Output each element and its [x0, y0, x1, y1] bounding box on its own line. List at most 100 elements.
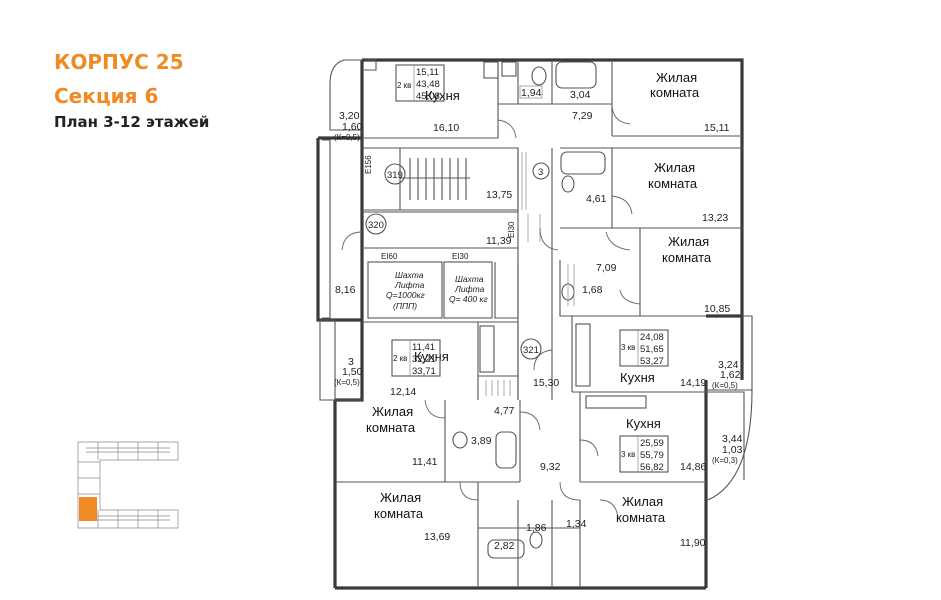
room-area: 2,82: [494, 540, 515, 552]
balcony-coefficient: (К=0,3): [712, 456, 738, 465]
living-room-label: комната: [650, 85, 700, 100]
living-room-label: комната: [648, 176, 698, 191]
apartment-area: 25,59: [640, 438, 664, 449]
apartment-area: 51,65: [640, 344, 664, 355]
room-number: 320: [368, 220, 384, 231]
kitchen-counter-icon: [575, 323, 591, 387]
fixtures: [452, 61, 647, 559]
apartment-area: 24,08: [640, 332, 664, 343]
apartment-type: 3 кв: [621, 343, 635, 352]
room-area: 4,61: [586, 193, 607, 205]
toilet-icon: [531, 66, 547, 86]
room-area: 13,23: [702, 212, 728, 224]
interior-walls: [335, 60, 742, 588]
living-room-label: комната: [366, 420, 416, 435]
room-area: 13,69: [424, 531, 450, 543]
room-area: 1,94: [521, 87, 542, 99]
fire-rating: EI60: [381, 252, 398, 261]
room-number: 319: [387, 170, 403, 181]
balcony-coefficient: (К=0,5): [712, 381, 738, 390]
apartment-box-top: 2 кв 15,11 43,48 45,08: [395, 64, 445, 102]
apartment-area: 33,71: [412, 366, 436, 377]
key-plan: [77, 441, 179, 529]
kitchen-counter-icon: [585, 395, 647, 409]
fire-rating: E156: [364, 155, 373, 174]
kitchen-label-r1: Кухня: [620, 370, 655, 385]
doors: [341, 103, 641, 519]
bathtub-icon: [555, 61, 597, 89]
room-area: 15,30: [533, 377, 559, 389]
lift-type: (ППП): [393, 301, 417, 311]
room-labels: Кухня Кухня Кухня Кухня Жилая комната Жи…: [366, 70, 712, 525]
apartment-area: 55,79: [640, 450, 664, 461]
apartment-box-r1: 3 кв 24,08 51,65 53,27: [619, 329, 669, 367]
lift-label: Шахта: [395, 270, 424, 280]
fire-rating: EI30: [452, 252, 469, 261]
balcony-area: 1,03: [722, 444, 743, 456]
balcony-coefficient: (К=0,5): [334, 133, 360, 142]
room-area: 14,86: [680, 461, 706, 473]
room-area: 15,11: [704, 122, 730, 134]
room-area: 3,04: [570, 89, 591, 101]
section-title: Секция 6: [54, 84, 159, 108]
room-area: 1,86: [526, 522, 547, 534]
living-room-label: Жилая: [622, 494, 663, 509]
apartment-type: 3 кв: [621, 450, 635, 459]
fire-rating: EI30: [507, 221, 516, 238]
apartment-area: 32,21: [412, 354, 436, 365]
room-area: 4,77: [494, 405, 515, 417]
balcony-coefficient: (К=0,5): [334, 378, 360, 387]
living-room-label: комната: [662, 250, 712, 265]
room-area: 1,34: [566, 518, 587, 530]
room-number: 321: [523, 345, 539, 356]
sink-icon: [501, 61, 517, 77]
floors-title: План 3-12 этажей: [54, 113, 210, 131]
balcony-area: 1,60: [342, 121, 363, 133]
key-plan-section-highlight: [79, 497, 97, 521]
room-area: 11,90: [680, 537, 706, 549]
room-area: 12,14: [390, 386, 416, 398]
room-area: 11,39: [486, 235, 512, 247]
toilet-icon: [529, 531, 543, 549]
apartment-area: 45,08: [416, 91, 440, 102]
living-room-label: Жилая: [380, 490, 421, 505]
markers: 319 320 321 3 EI60 EI30 EI30 E156: [364, 155, 550, 360]
room-number: 3: [538, 167, 543, 178]
lift-label: Лифта: [454, 284, 485, 294]
bathtub-icon: [560, 151, 606, 175]
apartment-box-mid: 2 кв 11,41 32,21 33,71: [391, 339, 441, 377]
balcony-area: 1,50: [342, 366, 363, 378]
apartment-area: 11,41: [412, 342, 435, 353]
balcony-areas: 3,20 1,60 (К=0,5) 3 1,50 (К=0,5) 3,24 1,…: [334, 110, 743, 465]
room-area: 10,85: [704, 303, 730, 315]
lift-label: Шахта: [455, 274, 484, 284]
balcony-area: 3,20: [339, 110, 360, 122]
lift-capacity: Q=1000кг: [386, 290, 425, 300]
balcony-area: 1,62: [720, 369, 741, 381]
living-room-label: комната: [374, 506, 424, 521]
kitchen-label-top: Кухня: [425, 88, 460, 103]
room-area: 8,16: [335, 284, 356, 296]
kitchen-label-r2: Кухня: [626, 416, 661, 431]
stove-icon: [483, 61, 499, 79]
apartment-area: 15,11: [416, 67, 439, 78]
apartment-type: 2 кв: [397, 81, 411, 90]
room-area: 13,75: [486, 189, 512, 201]
apartment-box-r2: 3 кв 25,59 55,79 56,82: [619, 435, 669, 473]
balcony-area: 3,24: [718, 359, 739, 371]
living-room-label: Жилая: [656, 70, 697, 85]
lift-shaft-large: Шахта Лифта Q=1000кг (ППП): [386, 270, 425, 311]
room-area: 1,68: [582, 284, 603, 296]
room-area: 11,41: [412, 456, 438, 468]
living-room-label: комната: [616, 510, 666, 525]
balcony-area: 3: [348, 356, 354, 368]
lift-shaft-small: Шахта Лифта Q= 400 кг: [449, 274, 488, 304]
lift-label: Лифта: [394, 280, 425, 290]
toilet-icon: [561, 175, 575, 193]
balcony-area: 3,44: [722, 433, 743, 445]
kitchen-counter-icon: [479, 325, 495, 373]
room-area: 9,32: [540, 461, 561, 473]
room-area: 3,89: [471, 435, 492, 447]
living-room-label: Жилая: [372, 404, 413, 419]
